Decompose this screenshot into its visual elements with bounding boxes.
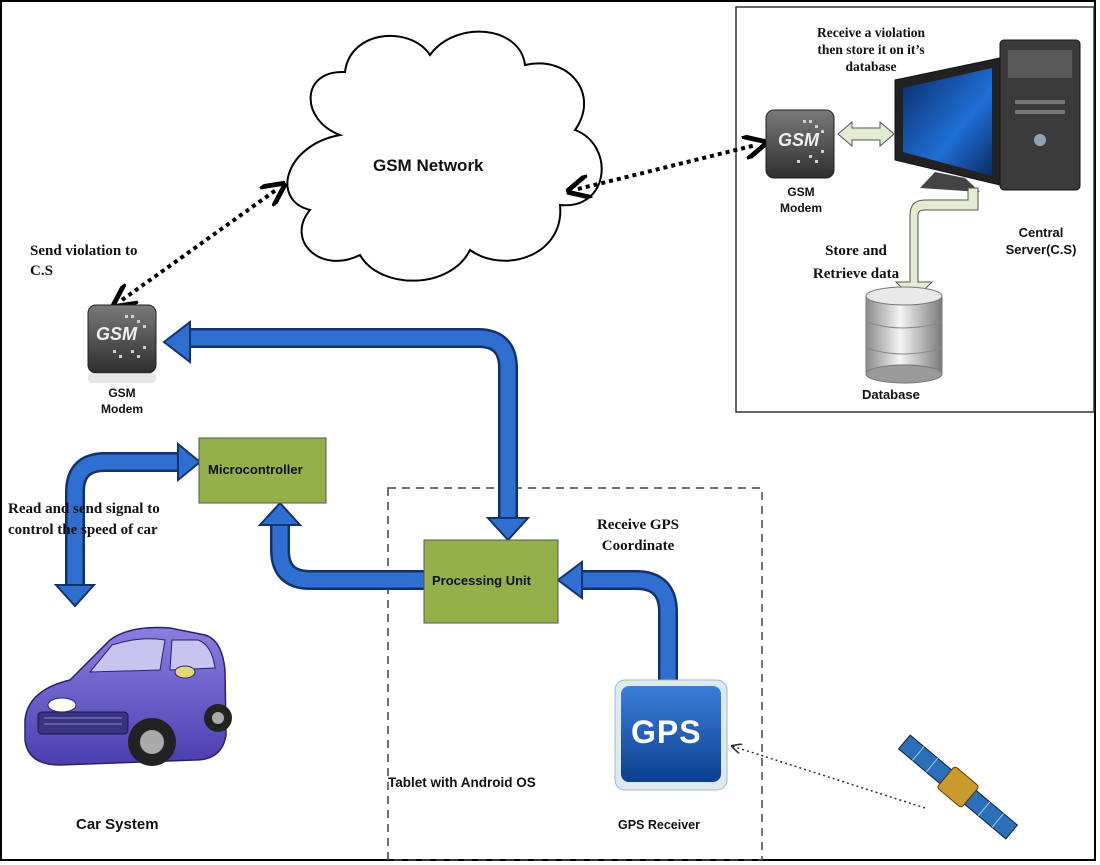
database-icon bbox=[865, 286, 943, 384]
left-gsm-modem-label: GSM Modem bbox=[101, 386, 143, 417]
gps-receiver-icon bbox=[614, 679, 728, 791]
satellite-icon bbox=[897, 734, 1019, 840]
store-retrieve-label: Store and Retrieve data bbox=[812, 243, 900, 283]
tablet-dashed-box bbox=[387, 487, 763, 861]
gps-text: GPS bbox=[631, 714, 702, 750]
server-gsm-modem-label: GSM Modem bbox=[780, 185, 822, 216]
receive-violation-label: Receive a violation then store it on it’… bbox=[817, 25, 925, 74]
send-violation-label: Send violation to C.S bbox=[30, 243, 138, 280]
left-gsm-text: GSM bbox=[96, 324, 138, 344]
arrow-processing-microcontroller bbox=[257, 501, 425, 590]
arrow-gps-processing bbox=[556, 560, 678, 683]
left-gsm-modem-icon bbox=[87, 304, 157, 383]
receive-gps-label: Receive GPS Coordinate bbox=[596, 517, 680, 554]
processing-unit-box bbox=[423, 539, 559, 624]
car-icon bbox=[24, 626, 232, 766]
arrow-modem-computer bbox=[837, 120, 895, 148]
dotted-arrow-cloud-server bbox=[578, 145, 756, 189]
tablet-label: Tablet with Android OS bbox=[388, 775, 536, 790]
microcontroller-box bbox=[198, 437, 327, 504]
car-system-label: Car System bbox=[76, 816, 159, 833]
arrow-modem-processing bbox=[162, 319, 531, 542]
central-server-label: Central Server(C.S) bbox=[1005, 225, 1077, 257]
microcontroller-label: Microcontroller bbox=[208, 462, 303, 477]
read-send-signal-label: Read and send signal to control the spee… bbox=[8, 501, 160, 538]
gsm-network-label: GSM Network bbox=[373, 156, 484, 175]
central-server-computer-icon bbox=[894, 39, 1081, 192]
gps-receiver-label: GPS Receiver bbox=[618, 818, 700, 832]
processing-unit-label: Processing Unit bbox=[432, 573, 531, 588]
arrow-satellite-gps bbox=[732, 746, 926, 809]
server-gsm-modem-icon bbox=[765, 109, 835, 179]
arrow-microcontroller-car bbox=[53, 441, 202, 608]
database-label: Database bbox=[862, 387, 920, 402]
server-gsm-text: GSM bbox=[778, 130, 820, 150]
